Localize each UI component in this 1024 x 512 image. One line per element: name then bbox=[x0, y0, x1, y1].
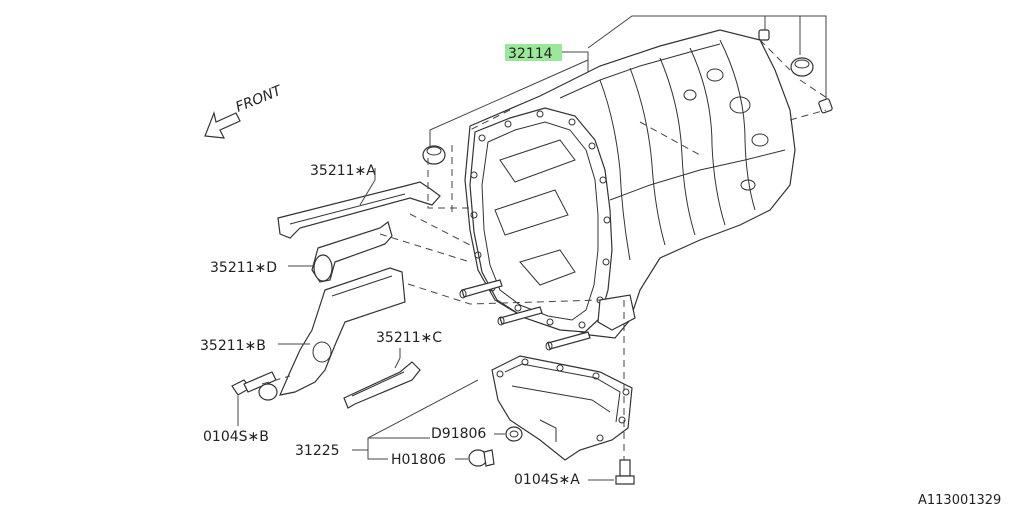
front-arrow-icon bbox=[204, 110, 241, 139]
part-35211b: 35211∗B bbox=[200, 267, 406, 396]
oil-pan-label: 31225 bbox=[295, 443, 340, 459]
transmission-case-32114 bbox=[464, 29, 796, 339]
bolt-0104s-a: 0104S∗A bbox=[514, 459, 635, 488]
front-direction-indicator: FRONT bbox=[204, 82, 286, 139]
flange-bolt-holes bbox=[470, 110, 611, 329]
part-35211a: 35211∗A bbox=[277, 163, 441, 239]
part-35211a-label: 35211∗A bbox=[310, 163, 376, 179]
plug-label: H01806 bbox=[391, 452, 446, 468]
case-studs bbox=[459, 279, 591, 351]
main-case-callout: 32114 bbox=[429, 15, 827, 146]
assembly-guide-lines bbox=[261, 39, 831, 460]
bolt-b-label: 0104S∗B bbox=[203, 429, 269, 445]
part-35211d: 35211∗D bbox=[210, 220, 393, 283]
plug-h01806: H01806 bbox=[391, 449, 495, 468]
main-case-label-highlight bbox=[505, 44, 562, 61]
main-case-label: 32114 bbox=[508, 46, 553, 62]
part-35211d-label: 35211∗D bbox=[210, 260, 277, 276]
dowel-pins bbox=[422, 29, 833, 165]
diagram-reference-code: A113001329 bbox=[918, 493, 1001, 508]
front-label: FRONT bbox=[234, 82, 286, 115]
oil-pan-31225: 31225 bbox=[295, 355, 633, 461]
part-35211c: 35211∗C bbox=[343, 330, 442, 409]
gasket-label: D91806 bbox=[431, 426, 486, 442]
part-35211c-label: 35211∗C bbox=[376, 330, 442, 346]
bolt-a-label: 0104S∗A bbox=[514, 472, 580, 488]
part-35211b-label: 35211∗B bbox=[200, 338, 266, 354]
gasket-d91806: D91806 bbox=[431, 426, 523, 442]
